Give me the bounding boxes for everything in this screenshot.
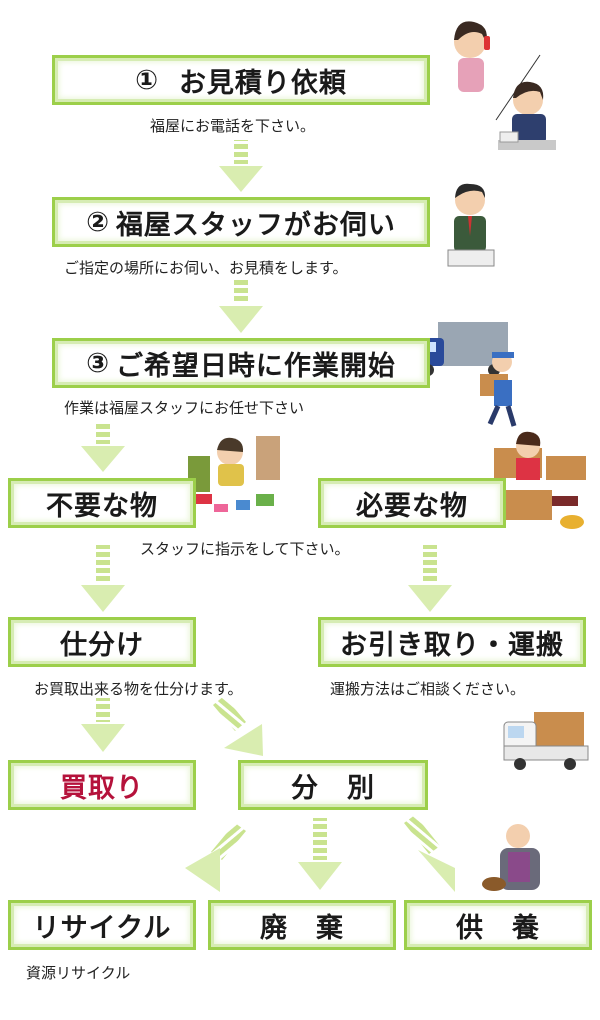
arrow-separate-to-recycle [185, 823, 246, 892]
messy-room-illustration [188, 436, 280, 512]
staff-man-illustration [447, 183, 495, 267]
transport-box: お引き取り・運搬 [318, 617, 586, 667]
dispose-box: 廃 棄 [208, 900, 396, 950]
unneeded-box: 不要な物 [8, 478, 196, 528]
arrow-step2-to-step3 [219, 280, 263, 333]
sort-label: 仕分け [60, 629, 144, 661]
needed-box: 必要な物 [318, 478, 506, 528]
step1-number: ① [135, 64, 159, 96]
arrow-unneeded-to-sort [81, 545, 125, 612]
sort-caption: お買取出来る物を仕分けます。 [34, 680, 243, 698]
buy-box: 買取り [8, 760, 196, 810]
arrow-separate-to-memorial [404, 815, 455, 892]
step2-number: ② [86, 206, 110, 238]
caller-woman-illustration [454, 21, 490, 92]
step1-box: ① お見積り依頼 [52, 55, 430, 105]
arrow-separate-to-dispose [298, 818, 342, 890]
step2-title: 福屋スタッフがお伺い [115, 209, 396, 241]
sort-box: 仕分け [8, 617, 196, 667]
monk-illustration [482, 824, 540, 891]
packing-illustration [494, 431, 586, 529]
separate-box: 分 別 [238, 760, 428, 810]
separate-label: 分 別 [291, 772, 375, 804]
delivery-truck-illustration [503, 712, 589, 770]
needed-label: 必要な物 [356, 490, 468, 522]
recycle-caption: 資源リサイクル [26, 964, 131, 982]
arrow-step1-to-step2 [219, 140, 263, 192]
step3-box: ③ ご希望日時に作業開始 [52, 338, 430, 388]
operator-illustration [498, 81, 556, 150]
arrow-sort-to-buy [81, 698, 125, 752]
transport-label: お引き取り・運搬 [340, 629, 564, 661]
transport-caption: 運搬方法はご相談ください。 [330, 680, 526, 698]
arrow-sort-to-separate [213, 696, 263, 756]
arrow-step3-to-unneeded [81, 422, 125, 472]
mover-illustration [480, 352, 517, 427]
step1-title: お見積り依頼 [178, 67, 347, 99]
memorial-label: 供 養 [456, 912, 540, 944]
recycle-label: リサイクル [32, 912, 172, 944]
step2-caption: ご指定の場所にお伺い、お見積をします。 [64, 259, 348, 277]
recycle-box: リサイクル [8, 900, 196, 950]
branch-caption: スタッフに指示をして下さい。 [140, 540, 350, 558]
step1-caption: 福屋にお電話を下さい。 [150, 117, 316, 135]
step3-caption: 作業は福屋スタッフにお任せ下さい [64, 399, 305, 417]
buy-label: 買取り [60, 772, 144, 804]
step3-number: ③ [86, 347, 110, 379]
memorial-box: 供 養 [404, 900, 592, 950]
step3-title: ご希望日時に作業開始 [115, 350, 396, 382]
arrow-needed-to-transport [408, 545, 452, 612]
dispose-label: 廃 棄 [260, 912, 344, 944]
unneeded-label: 不要な物 [46, 490, 158, 522]
step2-box: ② 福屋スタッフがお伺い [52, 197, 430, 247]
